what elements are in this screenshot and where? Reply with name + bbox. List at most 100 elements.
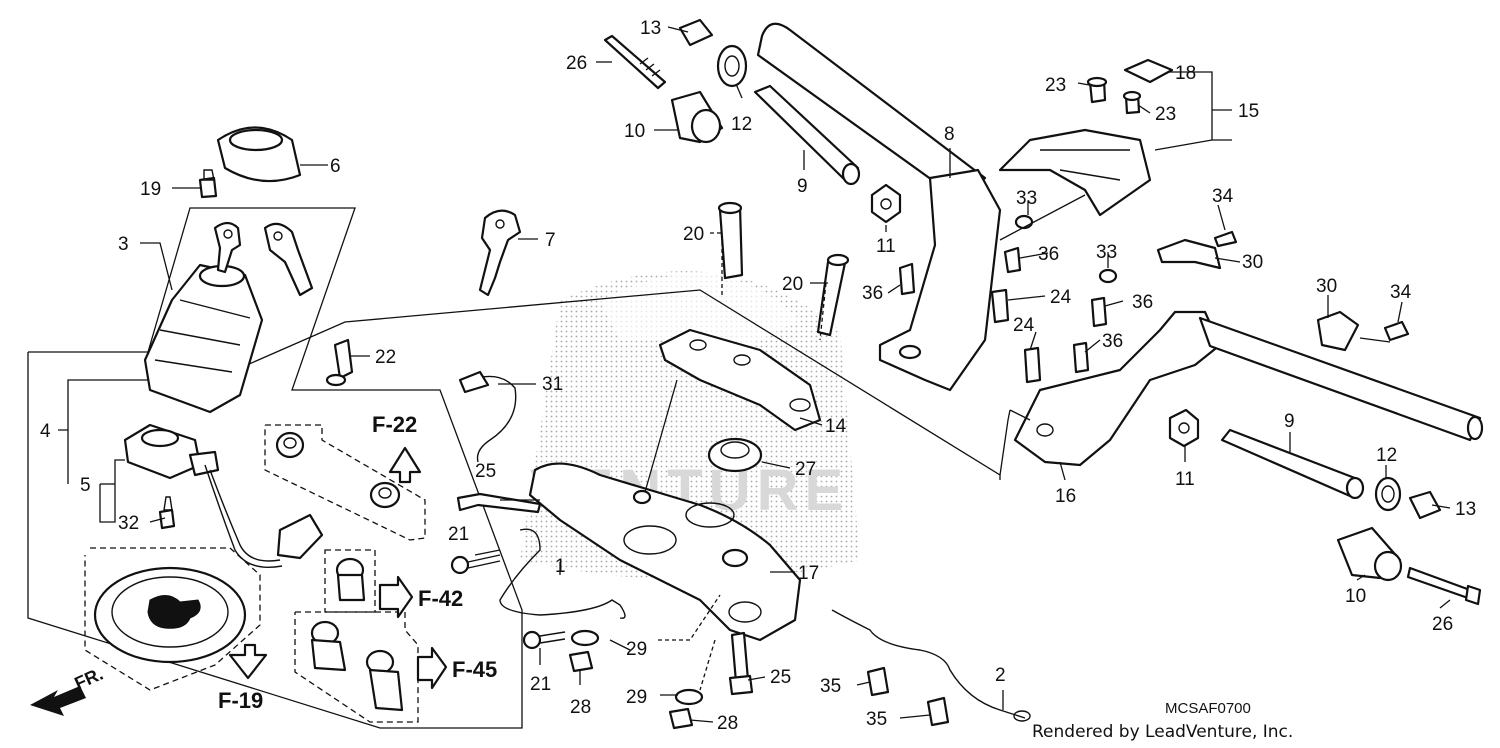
callout-32: 32	[118, 513, 139, 534]
kit-f22-outline	[264, 424, 426, 541]
reference-f42[interactable]: F-42	[418, 586, 463, 611]
callout-16: 16	[1055, 486, 1076, 507]
callout-36-c: 36	[1132, 292, 1153, 313]
part-31-clip	[458, 370, 517, 463]
part-15-bracket	[998, 128, 1152, 217]
callout-12-upper: 12	[731, 114, 752, 135]
part-36-bolts	[898, 246, 1108, 374]
group-outline-bridge	[239, 289, 1001, 480]
part-11-nut-upper	[870, 183, 902, 224]
callout-25-upper: 25	[475, 461, 496, 482]
callout-18: 18	[1175, 63, 1196, 84]
callout-30-lower: 30	[1316, 276, 1337, 297]
part-5-switch-unit	[123, 423, 324, 568]
part-20-bolts	[717, 201, 850, 337]
part-34-screw-a	[1213, 230, 1238, 248]
callout-28-b: 28	[717, 713, 738, 734]
front-direction-arrow-icon	[30, 686, 86, 716]
part-27-nut	[707, 437, 763, 473]
group-outline-ignition	[27, 207, 523, 729]
part-21-bolt-lower	[522, 630, 566, 650]
part-12-collar-upper	[716, 44, 748, 88]
part-21-bolt-upper	[450, 554, 501, 575]
kit-f42-outline	[324, 549, 376, 613]
leader-lines	[58, 26, 1451, 723]
reference-f45[interactable]: F-45	[452, 657, 497, 682]
callout-10-upper: 10	[624, 121, 645, 142]
part-13-nut-upper	[678, 18, 714, 47]
part-18-plate	[1123, 58, 1174, 84]
part-14-top-bridge	[658, 328, 822, 432]
part-19-screw	[198, 169, 218, 199]
callout-12-lower: 12	[1376, 445, 1397, 466]
part-10-weight-upper	[670, 90, 724, 144]
callout-17: 17	[798, 563, 819, 584]
reference-f19[interactable]: F-19	[218, 688, 263, 713]
callout-6: 6	[330, 156, 341, 177]
callout-5: 5	[80, 475, 91, 496]
callout-20-a: 20	[683, 224, 704, 245]
callout-35-a: 35	[820, 676, 841, 697]
callout-36-a: 36	[1038, 244, 1059, 265]
part-3-ignition-switch	[143, 221, 314, 414]
callout-2: 2	[995, 665, 1006, 686]
callout-3: 3	[118, 234, 129, 255]
callout-29-b: 29	[626, 687, 647, 708]
callout-1: 1	[555, 556, 566, 577]
kit-f19-outline	[84, 547, 261, 691]
reference-f22[interactable]: F-22	[372, 412, 417, 437]
callout-21-upper: 21	[448, 524, 469, 545]
part-12-collar-lower	[1374, 476, 1402, 512]
callout-30-right: 30	[1242, 252, 1263, 273]
diagram-code: MCSAF0700	[1165, 700, 1251, 717]
callout-11-upper: 11	[876, 236, 896, 257]
callout-9-upper: 9	[797, 176, 808, 197]
callout-23-b: 23	[1155, 104, 1176, 125]
callout-36-d: 36	[1102, 331, 1123, 352]
callout-8: 8	[944, 124, 955, 145]
reference-labels: F-22 F-42 F-45 F-19	[218, 412, 497, 713]
part-34-screw-b	[1383, 320, 1410, 342]
callout-29-a: 29	[626, 639, 647, 660]
callout-11-lower: 11	[1175, 469, 1195, 490]
callout-26-upper: 26	[566, 53, 587, 74]
arrow-down-icon	[228, 643, 268, 680]
part-8-handlebar-left	[756, 22, 1002, 392]
part-25-bolt-lower	[728, 631, 754, 696]
part-33-grommet-a	[1014, 214, 1034, 230]
callout-7: 7	[545, 230, 556, 251]
part-33-grommet-b	[1098, 268, 1118, 284]
callout-13-upper: 13	[640, 18, 661, 39]
part-10-weight-lower	[1336, 526, 1403, 582]
callout-15: 15	[1238, 101, 1259, 122]
part-32-screw	[158, 496, 176, 530]
credit-text: Rendered by LeadVenture, Inc.	[1032, 722, 1293, 742]
callout-34-a: 34	[1212, 186, 1234, 207]
part-2-wire-right	[831, 609, 1031, 722]
part-23-bolt-b	[1122, 90, 1142, 115]
part-30-clamp-lower	[1316, 310, 1360, 352]
part-35-bolts	[866, 666, 950, 727]
arrow-right-icon-f45	[416, 646, 448, 690]
part-26-bolt-lower	[1406, 566, 1482, 606]
part-28-nut-a	[568, 650, 594, 673]
callout-33-a: 33	[1016, 188, 1037, 209]
callout-labels: 1 2 3 4 5 6 7 8 9 9 10 10 11 11 12 12 13…	[40, 18, 1476, 734]
callout-23-a: 23	[1045, 75, 1066, 96]
callout-19: 19	[140, 179, 161, 200]
callout-31: 31	[542, 374, 563, 395]
callout-24-b: 24	[1013, 315, 1035, 336]
part-16-handlebar-right	[1013, 310, 1484, 467]
callout-20-b: 20	[782, 274, 803, 295]
part-11-nut-lower	[1168, 408, 1200, 448]
part-29-washer-b	[674, 688, 704, 706]
callout-28-a: 28	[570, 697, 591, 718]
callout-13-lower: 13	[1455, 499, 1476, 520]
callout-33-b: 33	[1096, 242, 1117, 263]
callout-22: 22	[375, 347, 396, 368]
callout-24-a: 24	[1050, 287, 1072, 308]
part-25-bolt-upper	[456, 492, 542, 514]
arrow-right-icon-f42	[378, 575, 414, 619]
